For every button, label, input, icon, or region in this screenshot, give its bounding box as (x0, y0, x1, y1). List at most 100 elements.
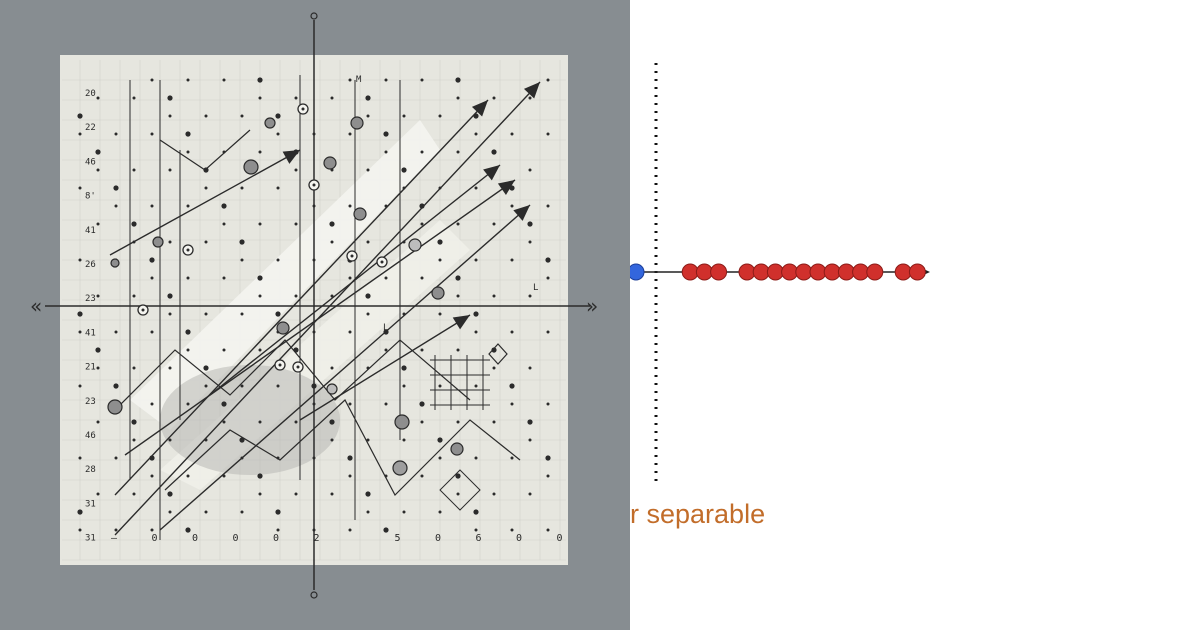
dot (420, 222, 424, 226)
dot (455, 77, 461, 83)
dot (491, 149, 497, 155)
dot (474, 330, 478, 334)
red-point (894, 263, 912, 281)
dot (402, 510, 406, 514)
dot (167, 491, 173, 497)
dot (420, 348, 424, 352)
dot (365, 293, 371, 299)
dot (221, 401, 227, 407)
dot (168, 114, 172, 118)
dot (491, 347, 497, 353)
dot (186, 204, 190, 208)
dot (545, 455, 551, 461)
dot (276, 528, 280, 532)
trend-arrowhead (452, 315, 470, 330)
dot (329, 221, 335, 227)
node-circle (276, 321, 290, 335)
dot (546, 276, 550, 280)
dot (528, 96, 532, 100)
stray-label: L (533, 283, 538, 293)
ring-node-center (141, 308, 145, 312)
dot (77, 113, 83, 119)
trend-line (299, 314, 471, 421)
dot (167, 293, 173, 299)
dot (438, 114, 442, 118)
dot (113, 185, 119, 191)
node-circle (326, 383, 338, 395)
dot (258, 150, 262, 154)
dot (114, 204, 118, 208)
dot (275, 113, 281, 119)
dot (204, 186, 208, 190)
zigzag-line (159, 129, 251, 171)
node-circle (107, 399, 123, 415)
dot (348, 276, 352, 280)
dot (366, 438, 370, 442)
dot (492, 420, 496, 424)
dot (240, 186, 244, 190)
ring-node-center (186, 248, 190, 252)
dot (258, 96, 262, 100)
trend-arrowhead (497, 180, 515, 195)
dot (348, 402, 352, 406)
dot (78, 456, 82, 460)
x-tick-label: 0 (151, 533, 157, 544)
y-tick-label: 26 (85, 260, 96, 270)
dot (545, 257, 551, 263)
trend-arrowhead (483, 165, 500, 181)
blue-point (630, 263, 645, 281)
dot (257, 275, 263, 281)
dot (348, 474, 352, 478)
dot (492, 294, 496, 298)
dot (78, 186, 82, 190)
y-tick-label: 23 (85, 397, 96, 407)
ring-node-center (301, 107, 305, 111)
dot (474, 456, 478, 460)
dot (96, 168, 100, 172)
dot (186, 78, 190, 82)
dot (239, 437, 245, 443)
node-circle (392, 460, 408, 476)
left-arrow-glyph: « (30, 294, 42, 318)
dot (420, 420, 424, 424)
dot (78, 528, 82, 532)
dot (366, 510, 370, 514)
dot (276, 132, 280, 136)
dot (365, 95, 371, 101)
shadow-blob (160, 365, 340, 475)
dot (546, 78, 550, 82)
node-circle (450, 442, 464, 456)
dot (204, 510, 208, 514)
dot (222, 222, 226, 226)
axis-end-marker (310, 591, 318, 599)
dot (95, 149, 101, 155)
dot (96, 492, 100, 496)
dot (240, 258, 244, 262)
y-tick-label: 20 (85, 89, 96, 99)
dot (383, 131, 389, 137)
y-tick-label: 8' (85, 192, 96, 202)
trend-arrowhead (523, 82, 540, 99)
dot (222, 348, 226, 352)
dot (149, 257, 155, 263)
dot (132, 438, 136, 442)
red-point (695, 263, 713, 281)
red-point (823, 263, 841, 281)
dot (96, 366, 100, 370)
dot (203, 365, 209, 371)
dot (257, 473, 263, 479)
x-tick-label: – (111, 533, 118, 544)
dot (438, 384, 442, 388)
red-point (809, 263, 827, 281)
dot (150, 78, 154, 82)
dot (77, 509, 83, 515)
trend-arrowhead (282, 150, 300, 164)
dot (275, 509, 281, 515)
dot (168, 366, 172, 370)
dot (366, 114, 370, 118)
dot (546, 330, 550, 334)
separability-panel: r separable (630, 0, 1200, 630)
node-circle (152, 236, 164, 248)
